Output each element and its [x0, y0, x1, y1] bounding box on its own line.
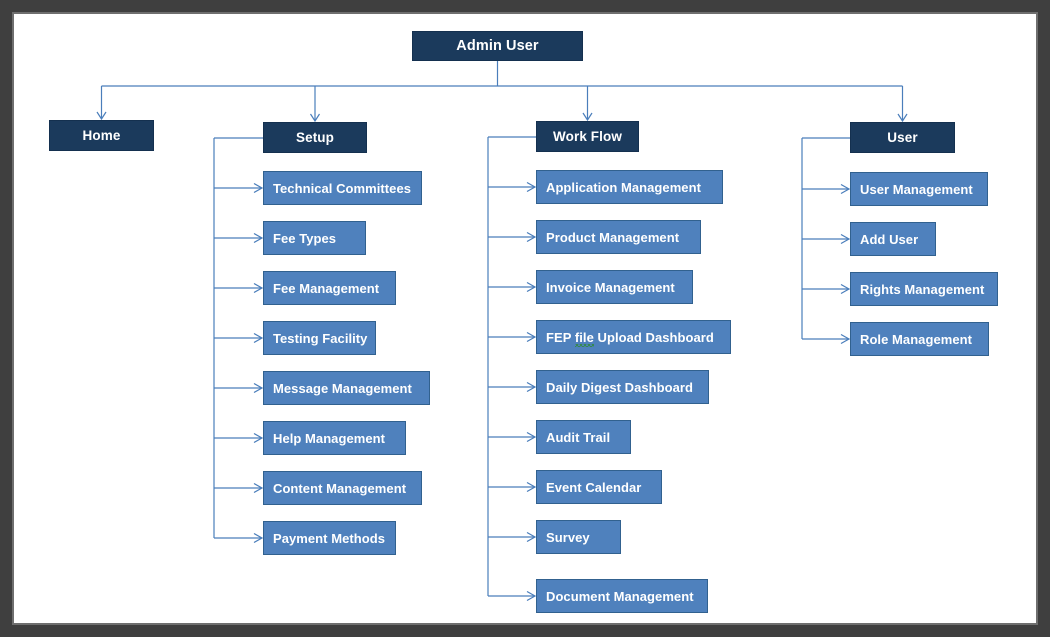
leaf-node-workflow-0[interactable]: Application Management	[536, 170, 723, 204]
leaf-node-setup-7[interactable]: Payment Methods	[263, 521, 396, 555]
leaf-node-workflow-8-label: Document Management	[546, 588, 694, 604]
leaf-node-workflow-3-label: FEP file Upload Dashboard	[546, 329, 714, 347]
leaf-node-setup-2[interactable]: Fee Management	[263, 271, 396, 305]
leaf-node-user-0-label: User Management	[860, 181, 973, 197]
leaf-node-setup-3[interactable]: Testing Facility	[263, 321, 376, 355]
leaf-node-workflow-7-label: Survey	[546, 529, 590, 545]
leaf-node-setup-2-label: Fee Management	[273, 280, 380, 296]
leaf-node-user-1-label: Add User	[860, 231, 919, 247]
branch-node-user[interactable]: User	[850, 122, 955, 153]
leaf-node-setup-4[interactable]: Message Management	[263, 371, 430, 405]
branch-node-workflow-label: Work Flow	[553, 128, 622, 144]
leaf-node-setup-7-label: Payment Methods	[273, 530, 385, 546]
leaf-node-user-2-label: Rights Management	[860, 281, 985, 297]
leaf-node-workflow-8[interactable]: Document Management	[536, 579, 708, 613]
branch-node-user-label: User	[887, 129, 918, 145]
leaf-node-setup-4-label: Message Management	[273, 380, 412, 396]
diagram-inner-border	[12, 12, 1038, 625]
leaf-node-user-0[interactable]: User Management	[850, 172, 988, 206]
branch-node-setup[interactable]: Setup	[263, 122, 367, 153]
leaf-node-user-2[interactable]: Rights Management	[850, 272, 998, 306]
leaf-node-setup-1-label: Fee Types	[273, 230, 337, 246]
leaf-node-workflow-5[interactable]: Audit Trail	[536, 420, 631, 454]
leaf-node-setup-0[interactable]: Technical Committees	[263, 171, 422, 205]
leaf-node-setup-6[interactable]: Content Management	[263, 471, 422, 505]
leaf-node-workflow-7[interactable]: Survey	[536, 520, 621, 554]
leaf-node-workflow-1-label: Product Management	[546, 229, 680, 245]
spellcheck-underline: file	[574, 329, 594, 347]
leaf-node-workflow-5-label: Audit Trail	[546, 429, 611, 445]
leaf-node-workflow-6-label: Event Calendar	[546, 479, 642, 495]
branch-node-setup-label: Setup	[295, 129, 334, 145]
branch-node-home-label: Home	[82, 127, 121, 143]
leaf-node-workflow-2[interactable]: Invoice Management	[536, 270, 693, 304]
leaf-node-workflow-3[interactable]: FEP file Upload Dashboard	[536, 320, 731, 354]
leaf-node-user-3-label: Role Management	[860, 331, 972, 347]
branch-node-workflow[interactable]: Work Flow	[536, 121, 639, 152]
leaf-node-setup-0-label: Technical Committees	[273, 180, 412, 196]
leaf-node-workflow-6[interactable]: Event Calendar	[536, 470, 662, 504]
leaf-node-workflow-2-label: Invoice Management	[546, 279, 675, 295]
root-node-admin-user-label: Admin User	[456, 37, 539, 54]
leaf-node-setup-1[interactable]: Fee Types	[263, 221, 366, 255]
leaf-node-user-3[interactable]: Role Management	[850, 322, 989, 356]
leaf-node-setup-6-label: Content Management	[273, 480, 407, 496]
leaf-node-setup-3-label: Testing Facility	[273, 330, 368, 346]
root-node-admin-user[interactable]: Admin User	[412, 31, 583, 61]
leaf-node-setup-5[interactable]: Help Management	[263, 421, 406, 455]
leaf-node-workflow-4-label: Daily Digest Dashboard	[546, 379, 694, 395]
branch-node-home[interactable]: Home	[49, 120, 154, 151]
leaf-node-setup-5-label: Help Management	[273, 430, 385, 446]
leaf-node-user-1[interactable]: Add User	[850, 222, 936, 256]
leaf-node-workflow-4[interactable]: Daily Digest Dashboard	[536, 370, 709, 404]
leaf-node-workflow-1[interactable]: Product Management	[536, 220, 701, 254]
leaf-node-workflow-0-label: Application Management	[546, 179, 701, 195]
